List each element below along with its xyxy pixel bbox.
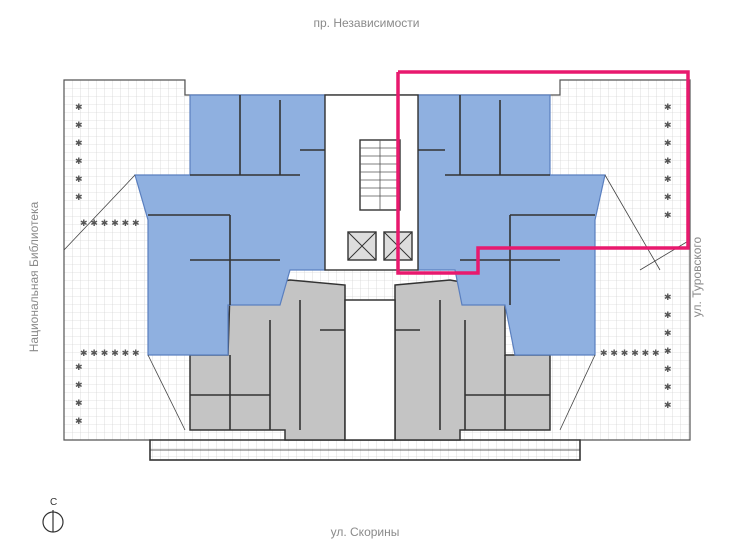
svg-text:✱: ✱ bbox=[664, 329, 672, 339]
street-label-right: ул. Туровского bbox=[690, 236, 704, 318]
svg-text:✱: ✱ bbox=[75, 121, 83, 131]
apartments-gray bbox=[189, 279, 551, 441]
svg-text:✱: ✱ bbox=[664, 311, 672, 321]
street-label-top: пр. Независимости bbox=[313, 16, 420, 30]
svg-text:✱: ✱ bbox=[75, 103, 83, 113]
street-label-left: Национальная Библиотека bbox=[27, 201, 41, 353]
svg-text:✱: ✱ bbox=[664, 103, 672, 113]
svg-text:✱: ✱ bbox=[664, 157, 672, 167]
svg-text:✱: ✱ bbox=[664, 401, 672, 411]
svg-text:✱ ✱ ✱ ✱ ✱ ✱: ✱ ✱ ✱ ✱ ✱ ✱ bbox=[80, 349, 140, 359]
svg-text:✱: ✱ bbox=[75, 175, 83, 185]
svg-text:✱: ✱ bbox=[75, 193, 83, 203]
svg-text:✱: ✱ bbox=[664, 121, 672, 131]
svg-text:✱ ✱ ✱ ✱ ✱ ✱: ✱ ✱ ✱ ✱ ✱ ✱ bbox=[600, 349, 660, 359]
north-arrow-icon: С bbox=[40, 497, 70, 537]
svg-text:✱: ✱ bbox=[664, 193, 672, 203]
street-label-bottom: ул. Скорины bbox=[330, 525, 400, 539]
svg-text:✱: ✱ bbox=[75, 417, 83, 427]
svg-text:✱: ✱ bbox=[75, 139, 83, 149]
core bbox=[324, 94, 419, 271]
svg-text:✱: ✱ bbox=[75, 157, 83, 167]
interior-walls bbox=[148, 95, 595, 430]
svg-text:✱: ✱ bbox=[75, 381, 83, 391]
svg-text:✱: ✱ bbox=[664, 347, 672, 357]
compass-letter: С bbox=[50, 497, 58, 508]
landscaping: ✱ ✱ ✱ ✱ ✱ ✱ ✱ ✱ ✱ ✱ ✱ ✱ ✱ ✱ ✱ ✱ ✱ ✱ ✱ ✱ ✱ ✱ ✱ ✱ ✱ ✱… bbox=[75, 103, 672, 427]
svg-text:✱: ✱ bbox=[75, 363, 83, 373]
svg-text:✱: ✱ bbox=[664, 211, 672, 221]
svg-text:✱ ✱ ✱ ✱ ✱ ✱: ✱ ✱ ✱ ✱ ✱ ✱ bbox=[80, 219, 140, 229]
svg-text:✱: ✱ bbox=[664, 365, 672, 375]
selected-apartment-outline bbox=[396, 70, 690, 275]
svg-text:✱: ✱ bbox=[664, 293, 672, 303]
roof-lines bbox=[63, 174, 691, 431]
svg-text:✱: ✱ bbox=[664, 175, 672, 185]
svg-text:✱: ✱ bbox=[664, 383, 672, 393]
svg-text:✱: ✱ bbox=[75, 399, 83, 409]
svg-text:✱: ✱ bbox=[664, 139, 672, 149]
